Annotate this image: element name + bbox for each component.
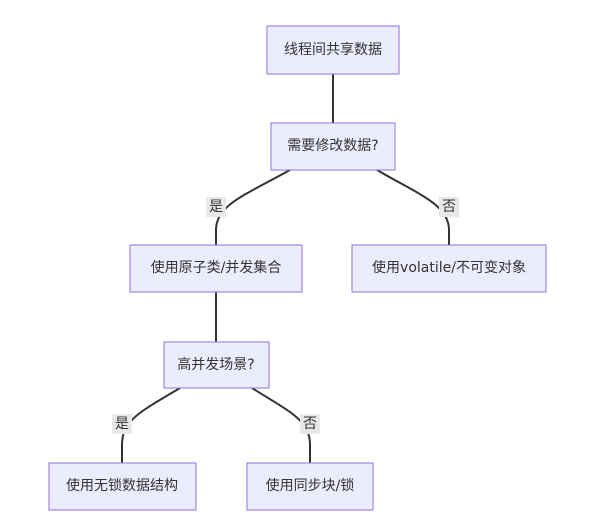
node-lock-free: 使用无锁数据结构	[48, 462, 197, 511]
node-need-modify: 需要修改数据?	[270, 122, 396, 171]
edge-modify-to-atomic	[215, 169, 291, 245]
edge-label-high-yes: 是	[112, 414, 132, 434]
svg-text:使用原子类/并发集合: 使用原子类/并发集合	[151, 259, 282, 276]
edge-modify-to-volatile	[376, 169, 450, 245]
node-atomic-concurrent: 使用原子类/并发集合	[129, 244, 303, 293]
edge-label-modify-yes: 是	[206, 197, 226, 217]
svg-text:是: 是	[209, 199, 223, 215]
edge-label-modify-no: 否	[439, 197, 459, 217]
svg-text:使用volatile/不可变对象: 使用volatile/不可变对象	[372, 259, 526, 276]
node-sync-lock: 使用同步块/锁	[246, 462, 374, 511]
edge-highconcurrency-to-synclock	[251, 387, 311, 463]
edge-label-high-no: 否	[300, 414, 320, 434]
svg-text:使用无锁数据结构: 使用无锁数据结构	[66, 477, 178, 494]
node-share-data: 线程间共享数据	[266, 25, 400, 75]
svg-text:否: 否	[303, 416, 317, 432]
node-high-concurrency: 高并发场景?	[163, 341, 270, 389]
svg-text:使用同步块/锁: 使用同步块/锁	[266, 477, 355, 494]
svg-text:线程间共享数据: 线程间共享数据	[284, 41, 382, 58]
svg-text:否: 否	[442, 199, 456, 215]
svg-text:是: 是	[115, 416, 129, 432]
svg-text:高并发场景?: 高并发场景?	[177, 356, 254, 373]
edge-highconcurrency-to-lockfree	[121, 387, 181, 463]
svg-text:需要修改数据?: 需要修改数据?	[287, 138, 378, 154]
node-volatile-immutable: 使用volatile/不可变对象	[351, 244, 547, 293]
